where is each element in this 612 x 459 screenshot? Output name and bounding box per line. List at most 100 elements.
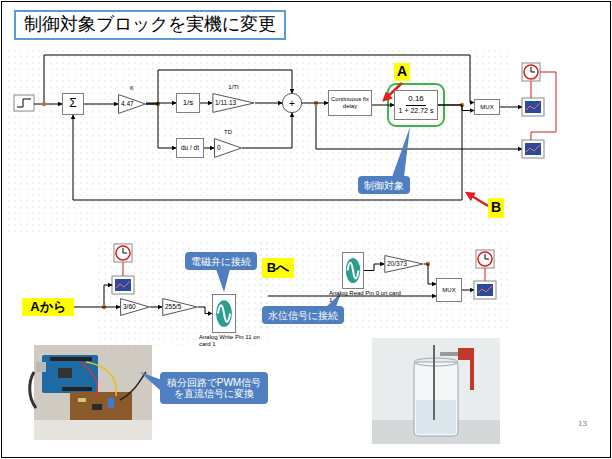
signal-wire xyxy=(146,103,176,104)
node-text: 20/373 xyxy=(387,260,407,267)
ard-outline xyxy=(343,253,363,288)
node-text: 0.16 xyxy=(406,95,426,106)
gain-block: K4.47 xyxy=(118,94,146,114)
node-text: 水位信号に接続 xyxy=(268,310,338,321)
gain-block: 255/5 xyxy=(162,298,198,316)
signal-wire xyxy=(74,307,120,308)
node-text: 電磁弁に接続 xyxy=(191,256,251,267)
signal-wire xyxy=(255,103,282,104)
callout-box: 制御対象 xyxy=(358,176,410,194)
node-text: du / dt xyxy=(181,144,199,151)
signal-wire xyxy=(364,264,384,271)
signal-wire xyxy=(200,103,212,104)
clock-icon xyxy=(476,250,494,268)
node-text: B xyxy=(491,200,501,215)
water-tank-photo xyxy=(372,338,500,444)
event-wire xyxy=(485,268,486,281)
signal-wire xyxy=(198,307,212,314)
node-text: 積分回路でPWM信号を直流信号に変換 xyxy=(166,377,262,399)
node-text: Aから xyxy=(30,300,65,314)
sum-junction: + xyxy=(282,93,302,113)
sum-block: Σ xyxy=(62,93,84,115)
marker-label: B xyxy=(488,198,504,218)
node-text: + xyxy=(289,98,295,109)
gain-block: 20/373 xyxy=(384,255,424,273)
signal-wire xyxy=(462,290,474,291)
pointer-arrow xyxy=(467,193,488,206)
node-text: 1/TI xyxy=(228,84,238,91)
page-number: 13 xyxy=(578,420,587,429)
grid-area xyxy=(96,240,272,345)
mux-block: MUX xyxy=(474,99,500,115)
clock-icon xyxy=(114,244,132,262)
analog-read-block: Analog Read Pin 0 on card 1 xyxy=(342,252,364,289)
signal-wire xyxy=(34,104,62,105)
node-text: Analog Write Pin 11 on card 1 xyxy=(199,334,271,347)
node-text: 3/60 xyxy=(123,303,136,310)
callout-pointer xyxy=(216,269,230,292)
node-text: MUX xyxy=(480,104,493,111)
signal-wire xyxy=(438,105,474,111)
arduino-photo xyxy=(30,345,152,440)
highlight-outline xyxy=(388,84,444,126)
scope-icon xyxy=(112,276,134,294)
callout-box: 水位信号に接続 xyxy=(262,306,344,324)
step-source-icon xyxy=(14,95,34,111)
event-wire xyxy=(531,72,556,140)
node-text: 制御対象ブロックを実機に変更 xyxy=(24,15,276,35)
marker-label: Aから xyxy=(22,298,74,316)
event-wire xyxy=(531,81,532,98)
analog-write-block: Analog Write Pin 11 on card 1 xyxy=(212,294,236,333)
marker-label: A xyxy=(394,63,410,81)
callout-pointer xyxy=(140,372,162,392)
node-text: 1 + 22.72 s xyxy=(399,106,434,115)
node-text: 1/11.13 xyxy=(215,99,236,106)
node-text: 0 xyxy=(217,144,221,151)
node-text: Analog Read Pin 0 on card 1 xyxy=(329,290,401,303)
mux-block: MUX xyxy=(436,278,462,302)
signal-wire xyxy=(150,307,162,308)
node-text: 4.47 xyxy=(121,100,134,107)
delay-block: Continuous fix delay xyxy=(328,90,372,116)
node-text: 1/s xyxy=(183,99,194,108)
callout-box: 電磁弁に接続 xyxy=(185,252,257,270)
signal-wire xyxy=(424,264,436,284)
node-text: Continuous fix delay xyxy=(329,96,371,109)
signal-wire xyxy=(204,148,214,149)
signal-wire xyxy=(372,105,394,106)
transfer-function-block: 0.161 + 22.72 s xyxy=(394,90,438,120)
node-text: Bへ xyxy=(267,261,289,275)
signal-wire xyxy=(242,113,292,148)
scope-icon xyxy=(522,140,544,158)
ard-outline xyxy=(213,295,235,332)
node-text: 255/5 xyxy=(165,303,181,310)
event-wire xyxy=(123,262,124,276)
signal-wire xyxy=(146,104,176,148)
signal-wire xyxy=(104,285,112,307)
grid-area xyxy=(256,240,510,332)
gain-block: TD0 xyxy=(214,138,242,158)
scope-icon xyxy=(522,98,544,116)
signal-wire xyxy=(84,104,118,105)
node-text: TD xyxy=(224,129,232,136)
derivative-block: du / dt xyxy=(176,138,204,158)
gain-block: 1/TI1/11.13 xyxy=(212,93,255,113)
scope-icon xyxy=(474,281,496,299)
node-text: MUX xyxy=(442,287,455,294)
marker-label: Bへ xyxy=(262,258,294,278)
node-text: Σ xyxy=(69,97,76,110)
gain-block: 3/60 xyxy=(120,298,150,316)
node-text: K xyxy=(130,85,134,92)
callout-pointer xyxy=(392,127,410,177)
clock-icon xyxy=(522,63,540,81)
node-text: 制御対象 xyxy=(364,180,404,191)
grid-area xyxy=(8,46,510,232)
callout-box: 積分回路でPWM信号を直流信号に変換 xyxy=(160,372,268,404)
integrator-block: 1/s xyxy=(176,93,200,113)
junction-dots xyxy=(42,101,464,309)
signal-wire xyxy=(500,107,522,108)
